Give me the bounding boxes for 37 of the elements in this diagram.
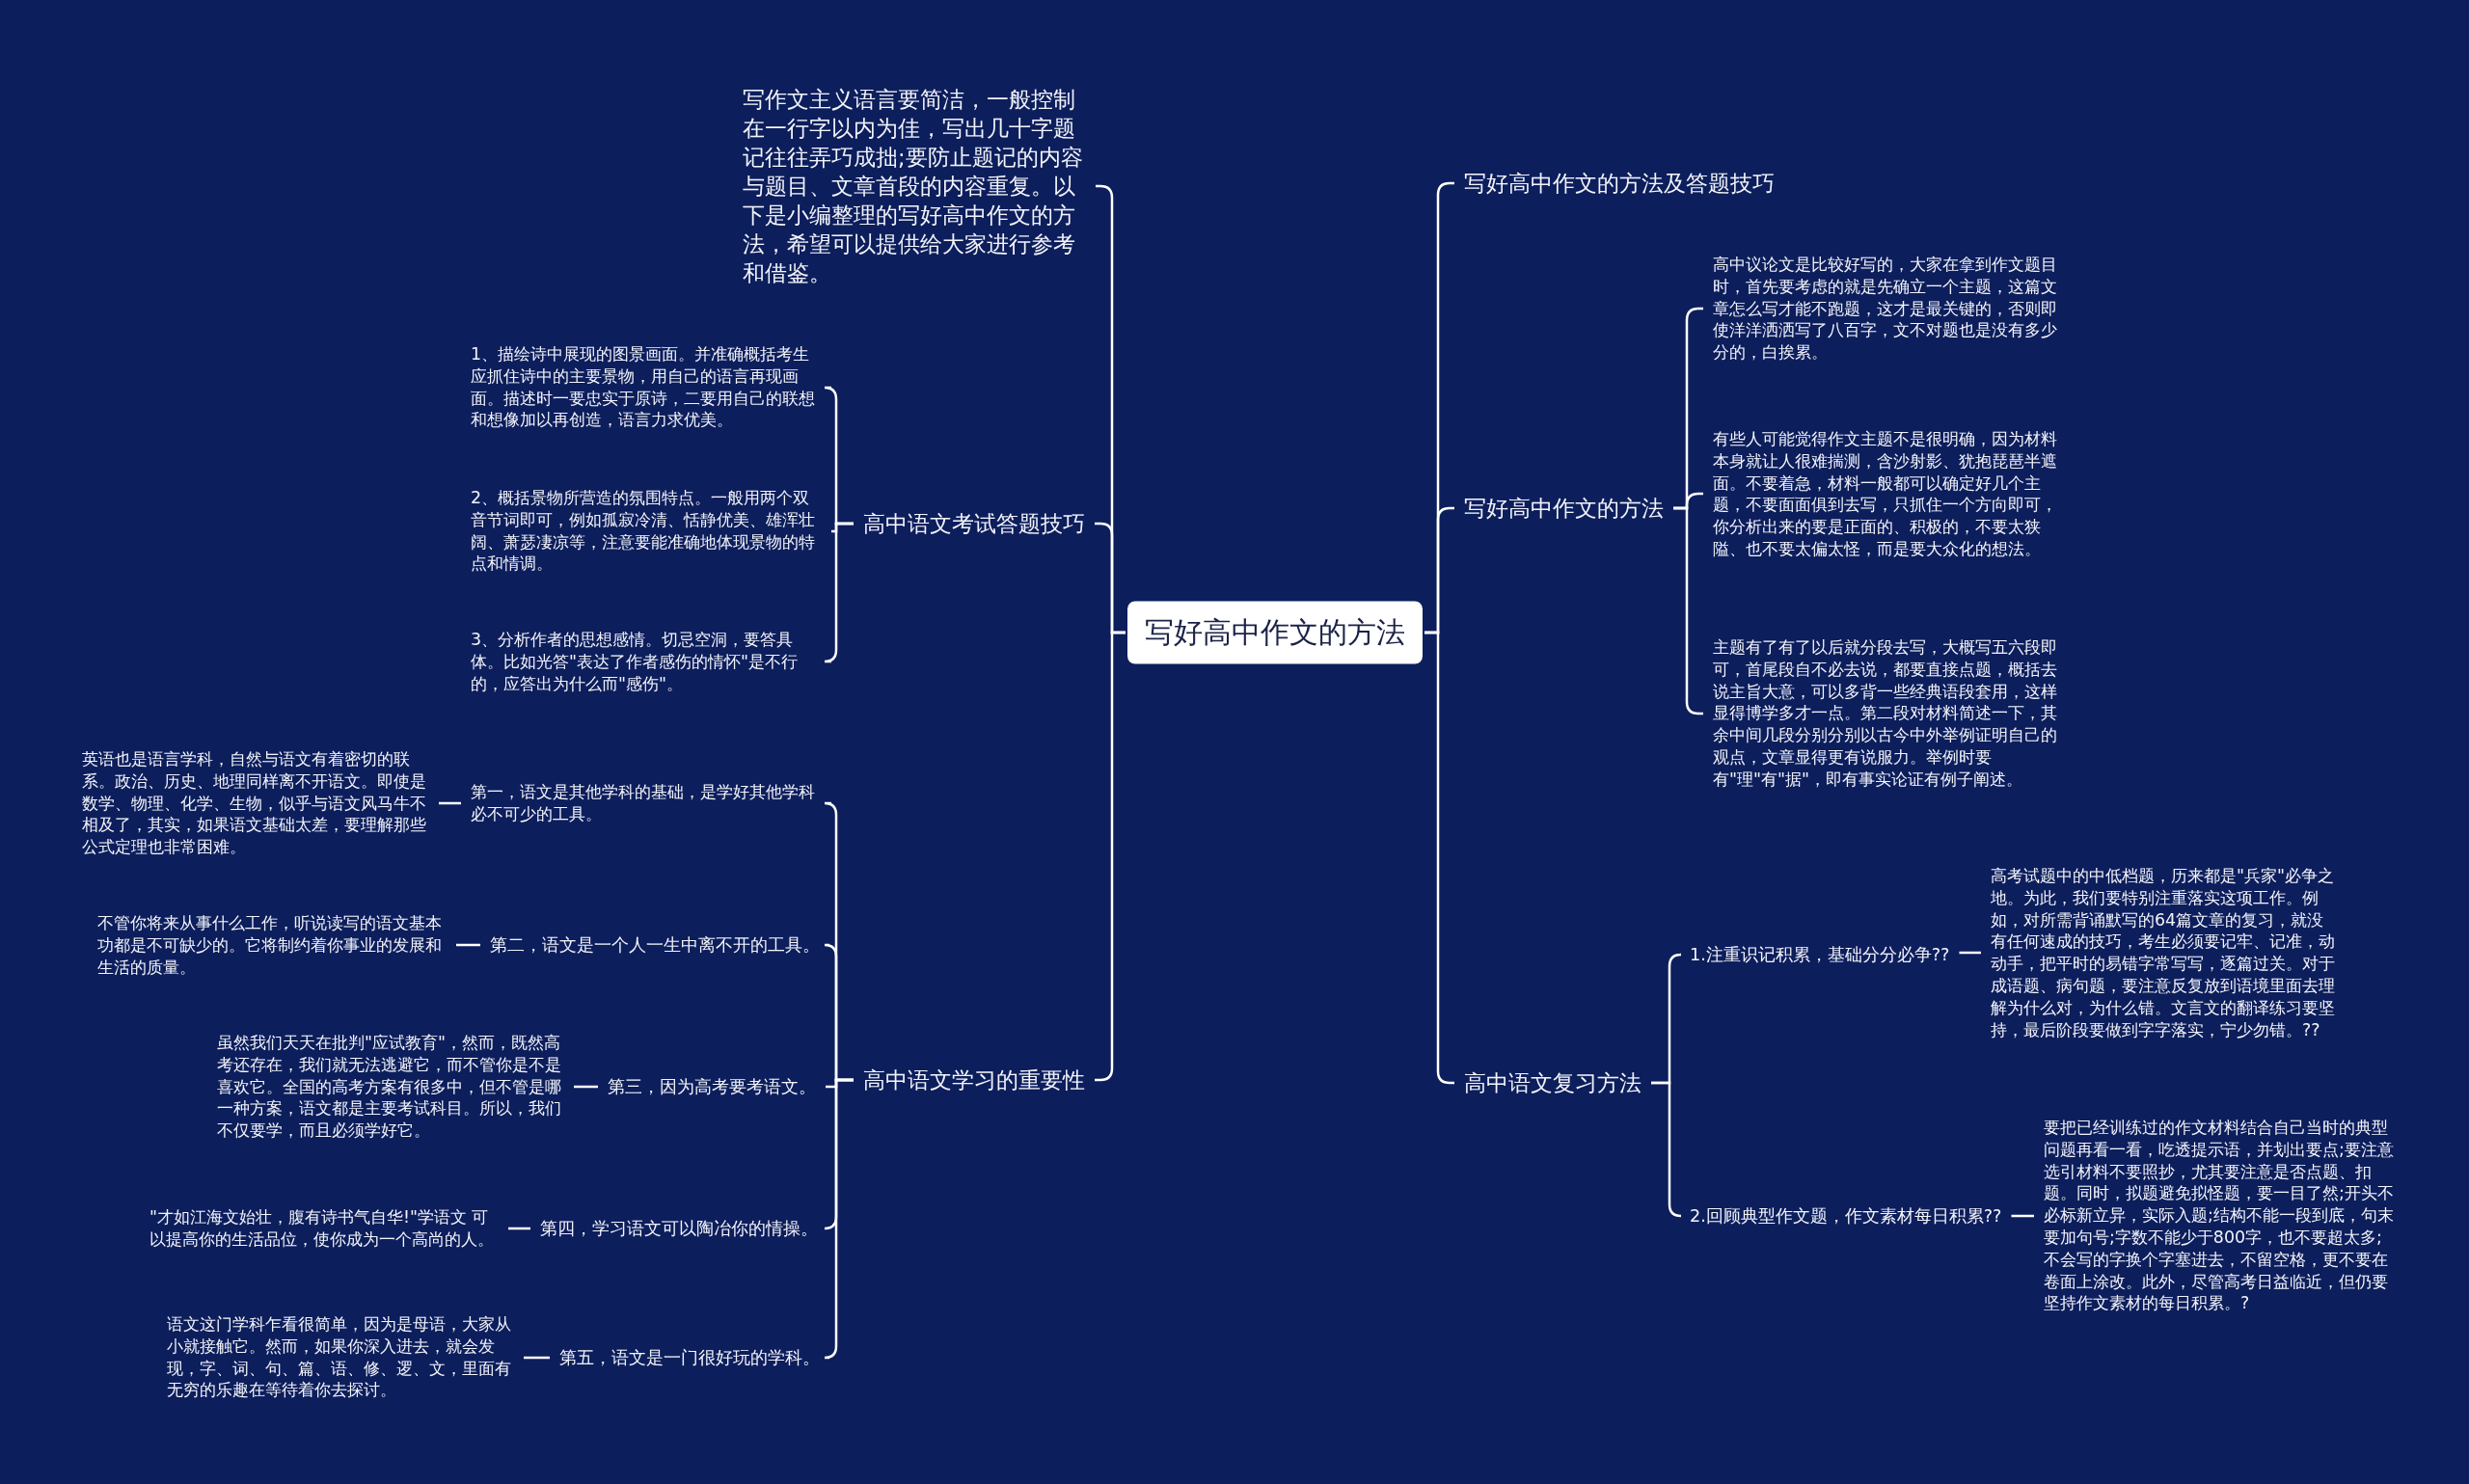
branch-label: 高中语文学习的重要性 [863, 1065, 1085, 1095]
connector-line [2011, 1214, 2034, 1218]
connector-line [1651, 1081, 1683, 1218]
sub-topic-label: 第四，学习语文可以陶冶你的情操。 [540, 1217, 818, 1240]
note-text: 不管你将来从事什么工作，听说读写的语文基本功都是不可缺少的。它将制约着你事业的发展和生活的质量。 [97, 911, 447, 979]
note-text: 2、概括景物所营造的氛围特点。一般用两个双音节词即可，例如孤寂冷清、恬静优美、雄浑壮阔、萧瑟凄凉等，注意要能准确地体现景物的特点和情调。 [471, 487, 822, 576]
note-text: 虽然我们天天在批判"应试教育"，然而，既然高考还存在，我们就无法逃避它，而不管你是不是喜欢它。全国的高考方案有很多中，但不管是哪一种方案，语文都是主要考试科目。所以，我们不仅要学，而且必须学好它。 [217, 1032, 564, 1142]
note-text: 高中议论文是比较好写的，大家在拿到作文题目时，首先要考虑的就是先确立一个主题，这篇文章怎么写才能不跑题，这才是最关键的，否则即使洋洋洒洒写了八百字，文不对题也是没有多少分的，白挨累。 [1713, 254, 2062, 364]
central-topic-box: 写好高中作文的方法 [1127, 601, 1423, 664]
connector-line [823, 522, 854, 663]
branch-label: 高中语文复习方法 [1464, 1067, 1641, 1098]
intro-text: 写作文主义语言要简洁，一般控制在一行字以内为佳，写出几十字题记往往弄巧成拙;要防止题记的内容与题目、文章首段的内容重复。以下是小编整理的写好高中作文的方法，希望可以提供给大家进行参考和借鉴。 [743, 85, 1086, 287]
sub-topic-label: 第三，因为高考要考语文。 [608, 1075, 816, 1098]
connector-line [456, 943, 480, 947]
note-text: 高考试题中的中低档题，历来都是"兵家"必争之地。为此，我们要特别注重落实这项工作。例如，对所需背诵默写的64篇文章的复习，就没有任何速成的技巧，考生必须要记牢、记准，动动手，把平时的易错字常写写，逐篇过关。对于成语题、病句题，要注意反复放到语境里面去理解为什么对，为什么错。文言文的翻译练习要坚持，最后阶段要做到字字落实，宁少勿错。?? [1991, 864, 2340, 1041]
branch-label: 写好高中作文的方法及答题技巧 [1464, 168, 1775, 199]
sub-topic-label: 第一，语文是其他学科的基础，是学好其他学科必不可少的工具。 [471, 781, 822, 825]
connector-line [823, 1078, 854, 1360]
note-text: 1、描绘诗中展现的图景画面。并准确概括考生应抓住诗中的主要景物，用自己的语言再现画面。描述时一要忠实于原诗，二要用自己的联想和想像加以再创造，语言力求优美。 [471, 343, 822, 432]
note-text: 主题有了有了以后就分段去写，大概写五六段即可，首尾段自不必去说，都要直接点题，概括去说主旨大意，可以多背一些经典语段套用，这样显得博学多才一点。第二段对材料简述一下，其余中间几段分别分别以古今中外举例证明自己的观点，文章显得更有说服力。举例时要有"理"有"据"，即有事实论证有例子阐述。 [1713, 636, 2062, 791]
branch-label: 高中语文考试答题技巧 [863, 508, 1085, 539]
note-text: "才如江海文始壮，腹有诗书气自华!"学语文 可以提高你的生活品位，使你成为一个高尚的人。 [149, 1206, 499, 1251]
note-text: 要把已经训练过的作文材料结合自己当时的典型问题再看一看，吃透提示语，并划出要点;要注意选引材料不要照抄，尤其要注意是否点题、扣题。同时，拟题避免拟怪题，要一目了然;开头不必标新立异，实际入题;结构不能一段到底，句末要加句号;字数不能少于800字，也不要超太多;不会写的字换个字塞进去，不留空格，更不要在卷面上涂改。此外，尽管高考日益临近，但仍要坚持作文素材的每日积累。? [2044, 1117, 2395, 1315]
note-text: 英语也是语言学科，自然与语文有着密切的联系。政治、历史、地理同样离不开语文。即使是数学、物理、化学、生物，似乎与语文风马牛不相及了，其实，如果语文基础太差，要理解那些公式定理也非常困难。 [82, 748, 429, 858]
sub-topic-label: 2.回顾典型作文题，作文素材每日积累?? [1690, 1204, 2002, 1228]
sub-topic-label: 第二，语文是一个人一生中离不开的工具。 [490, 933, 820, 957]
sub-topic-label: 第五，语文是一门很好玩的学科。 [559, 1346, 820, 1369]
branch-label: 写好高中作文的方法 [1464, 493, 1664, 524]
note-text: 有些人可能觉得作文主题不是很明确，因为材料本身就让人很难揣测，含沙射影、犹抱琵琶半遮面。不要着急，材料一般都可以确定好几个主题，不要面面俱到去写，只抓住一个方向即可，你分析出来的要是正面的、积极的，不要太狭隘、也不要太偏太怪，而是要大众化的想法。 [1713, 427, 2062, 560]
note-text: 3、分析作者的思想感情。切忌空洞，要答具体。比如光答"表达了作者感伤的情怀"是不行的，应答出为什么而"感伤"。 [471, 628, 822, 695]
connector-line [574, 1085, 598, 1089]
connector-line [524, 1356, 550, 1360]
connector-line [508, 1227, 530, 1230]
note-text: 语文这门学科乍看很简单，因为是母语，大家从小就接触它。然而，如果你深入进去，就会发现，字、词、句、篇、语、修、逻、文，里面有无穷的乐趣在等待着你去探讨。 [167, 1313, 514, 1402]
connector-line [439, 801, 461, 805]
sub-topic-label: 1.注重识记积累，基础分分必争?? [1690, 943, 1950, 966]
connector-line [1959, 951, 1981, 955]
